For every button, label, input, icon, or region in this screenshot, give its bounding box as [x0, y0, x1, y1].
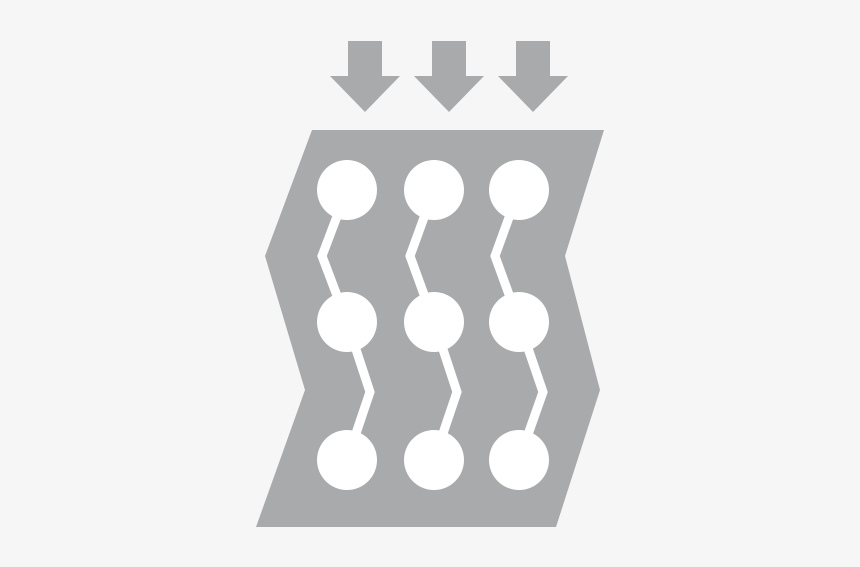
chain-group: [317, 160, 549, 490]
chain-node: [317, 292, 377, 352]
chain-node: [489, 430, 549, 490]
chain-node: [489, 292, 549, 352]
chain-node: [404, 430, 464, 490]
arrow-group: [330, 41, 568, 112]
chain-node: [317, 160, 377, 220]
down-arrow-icon: [414, 41, 484, 112]
chain-node: [489, 160, 549, 220]
down-arrow-icon: [330, 41, 400, 112]
chain-node: [317, 430, 377, 490]
chain-node: [404, 292, 464, 352]
down-arrow-icon: [498, 41, 568, 112]
chain-node: [404, 160, 464, 220]
